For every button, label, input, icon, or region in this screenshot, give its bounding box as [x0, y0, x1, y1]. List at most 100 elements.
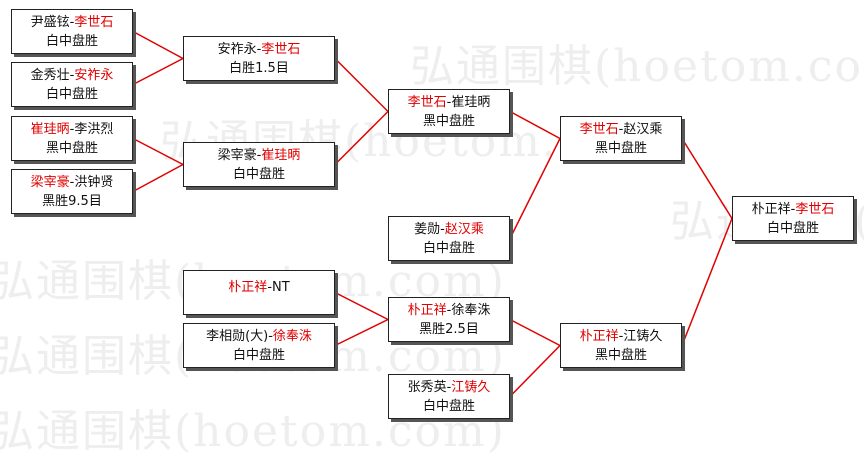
match-box-r2b: 梁宰豪-崔珪昞白中盘胜	[183, 142, 335, 187]
match-box-r2a: 安祚永-李世石白胜1.5目	[183, 36, 335, 81]
match-box-final: 朴正祥-李世石白中盘胜	[732, 196, 854, 241]
winner-name: 朴正祥	[228, 280, 268, 295]
match-result: 白中盘胜	[232, 348, 285, 363]
match-box-r2c: 朴正祥-徐奉洙黑胜2.5目	[388, 297, 510, 342]
match-players: 姜勋-赵汉乘	[389, 220, 509, 239]
connector-line	[334, 110, 389, 166]
connector-line	[132, 137, 184, 166]
separator: -	[69, 175, 75, 190]
player-name: 赵汉乘	[623, 122, 663, 137]
winner-name: 江铸久	[451, 380, 491, 395]
match-players: 朴正祥-李世石	[733, 200, 853, 219]
match-result: 白中盘胜	[232, 167, 285, 182]
winner-name: 李世石	[407, 95, 447, 110]
match-result: 黑中盘胜	[594, 348, 647, 363]
match-box-r1a: 尹盛铉-李世石白中盘胜	[11, 9, 133, 54]
connector-line	[334, 318, 389, 347]
winner-name: 梁宰豪	[30, 175, 70, 190]
winner-name: 崔珪昞	[30, 122, 70, 137]
connector-line	[132, 163, 184, 193]
player-name: 梁宰豪	[217, 148, 257, 163]
match-players: 朴正祥-徐奉洙	[389, 301, 509, 320]
match-players: 李世石-赵汉乘	[561, 120, 681, 139]
winner-name: 徐奉洙	[272, 329, 312, 344]
separator: -	[69, 68, 75, 83]
winner-name: 李世石	[261, 42, 301, 57]
match-players: 梁宰豪-洪钟贤	[12, 173, 132, 192]
connector-line	[681, 138, 733, 219]
match-box-r1d: 梁宰豪-洪钟贤黑胜9.5目	[11, 169, 133, 214]
match-box-r3c: 朴正祥-江铸久黑中盘胜	[560, 323, 682, 368]
player-name: NT	[272, 280, 290, 295]
match-result: 白中盘胜	[45, 34, 98, 49]
match-box-r1b: 金秀壮-安祚永白中盘胜	[11, 62, 133, 107]
match-box-r2d: 张秀英-江铸久白中盘胜	[388, 374, 510, 419]
match-box-r4a: 李世石-赵汉乘黑中盘胜	[560, 116, 682, 161]
winner-name: 朴正祥	[407, 303, 447, 318]
separator: -	[446, 380, 452, 395]
match-players: 朴正祥-NT	[184, 278, 334, 297]
separator: -	[256, 148, 262, 163]
winner-name: 安祚永	[74, 68, 114, 83]
separator: -	[790, 202, 796, 217]
connector-line	[509, 138, 561, 239]
match-box-r1f: 李相勋(大)-徐奉洙白中盘胜	[183, 323, 335, 368]
winner-name: 李世石	[579, 122, 619, 137]
match-result: 白胜1.5目	[229, 61, 289, 76]
match-result: 黑中盘胜	[45, 141, 98, 156]
match-players: 尹盛铉-李世石	[12, 13, 132, 32]
match-players: 李世石-崔珪昞	[389, 93, 509, 112]
connector-line	[132, 57, 184, 86]
match-players: 朴正祥-江铸久	[561, 327, 681, 346]
match-box-r1c: 崔珪昞-李洪烈黑中盘胜	[11, 116, 133, 161]
player-name: 李洪烈	[74, 122, 114, 137]
match-result: 黑中盘胜	[594, 141, 647, 156]
match-players: 李相勋(大)-徐奉洙	[184, 327, 334, 346]
match-box-r1e: 朴正祥-NT	[183, 270, 335, 315]
separator: -	[618, 329, 624, 344]
connector-line	[132, 30, 184, 60]
match-result: 黑胜9.5目	[42, 194, 102, 209]
player-name: 徐奉洙	[451, 303, 491, 318]
connector-line	[509, 318, 561, 347]
player-name: 尹盛铉	[30, 15, 70, 30]
match-box-r3b: 姜勋-赵汉乘白中盘胜	[388, 216, 510, 261]
bracket-lines	[132, 30, 733, 398]
player-name: 朴正祥	[751, 202, 791, 217]
separator: -	[267, 280, 273, 295]
connector-line	[334, 291, 389, 321]
match-players: 安祚永-李世石	[184, 40, 334, 59]
player-name: 江铸久	[623, 329, 663, 344]
winner-name: 李世石	[795, 202, 835, 217]
match-result: 白中盘胜	[766, 221, 819, 236]
player-name: 李相勋(大)	[206, 329, 269, 344]
match-result: 白中盘胜	[422, 399, 475, 414]
match-box-r3a: 李世石-崔珪昞黑中盘胜	[388, 89, 510, 134]
separator: -	[446, 95, 452, 110]
separator: -	[69, 15, 75, 30]
match-players: 梁宰豪-崔珪昞	[184, 146, 334, 165]
player-name: 金秀壮	[30, 68, 70, 83]
connector-line	[509, 110, 561, 140]
separator: -	[256, 42, 262, 57]
separator: -	[268, 329, 273, 344]
separator: -	[69, 122, 75, 137]
player-name: 安祚永	[217, 42, 257, 57]
match-players: 张秀英-江铸久	[389, 378, 509, 397]
winner-name: 朴正祥	[579, 329, 619, 344]
player-name: 姜勋	[414, 222, 441, 237]
connector-line	[334, 57, 389, 113]
separator: -	[446, 303, 452, 318]
connector-line	[509, 344, 561, 398]
match-players: 崔珪昞-李洪烈	[12, 120, 132, 139]
match-players: 金秀壮-安祚永	[12, 66, 132, 85]
separator: -	[440, 222, 445, 237]
separator: -	[618, 122, 624, 137]
winner-name: 崔珪昞	[261, 148, 301, 163]
player-name: 张秀英	[407, 380, 447, 395]
match-result: 白中盘胜	[45, 87, 98, 102]
player-name: 洪钟贤	[74, 175, 114, 190]
winner-name: 赵汉乘	[444, 222, 484, 237]
connector-line	[681, 218, 733, 346]
winner-name: 李世石	[74, 15, 114, 30]
